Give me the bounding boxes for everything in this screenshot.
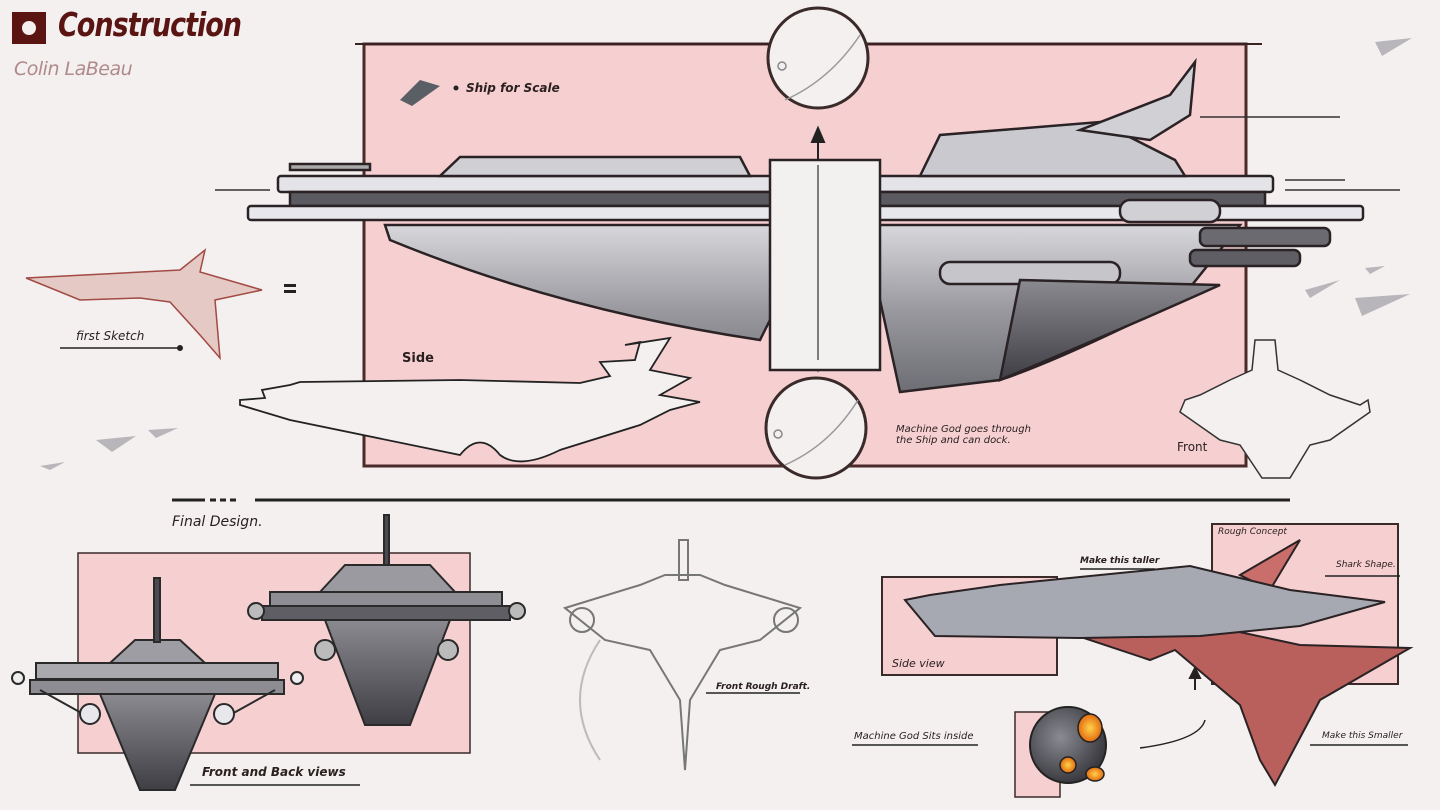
side-silhouette — [239, 336, 701, 463]
machine-god-sphere — [1029, 706, 1107, 784]
label-front-rough-draft: Front Rough Draft. — [716, 682, 811, 692]
machine-god-orb-top — [766, 6, 870, 110]
scale-ship-icon — [400, 80, 459, 106]
speed-lines — [215, 116, 1400, 191]
front-silhouette — [1179, 339, 1371, 479]
label-front-back-views: Front and Back views — [202, 765, 346, 779]
underlines-right — [852, 568, 1408, 749]
label-side-view: Side view — [892, 657, 945, 670]
label-machine-god-docking-1: Machine God goes through — [896, 424, 1031, 435]
author-name: Colin LaBeau — [14, 58, 133, 80]
label-machine-god-docking-2: the Ship and can dock. — [896, 435, 1011, 446]
main-ship-side-view — [246, 57, 1365, 394]
back-view-ship — [247, 514, 526, 726]
first-sketch-ship — [25, 248, 296, 361]
label-front: Front — [1177, 440, 1208, 454]
front-view-ship — [11, 577, 304, 791]
label-final-design: Final Design. — [172, 514, 263, 530]
label-shark-shape: Shark Shape. — [1336, 560, 1396, 570]
label-make-taller: Make this taller — [1080, 556, 1160, 566]
label-machine-god-inside: Machine God Sits inside — [854, 731, 974, 742]
label-side: Side — [402, 351, 434, 366]
machine-god-orb-bottom — [764, 376, 868, 480]
front-rough-draft — [562, 539, 803, 771]
page-title: Construction — [58, 6, 242, 45]
logo-icon — [12, 12, 46, 44]
label-ship-for-scale: Ship for Scale — [466, 81, 560, 95]
label-make-smaller: Make this Smaller — [1322, 731, 1403, 741]
rough-concept-ship — [903, 539, 1414, 788]
drone-silhouettes — [40, 38, 1412, 470]
label-first-sketch: first Sketch — [76, 329, 145, 343]
label-rough-concept: Rough Concept — [1218, 527, 1287, 537]
